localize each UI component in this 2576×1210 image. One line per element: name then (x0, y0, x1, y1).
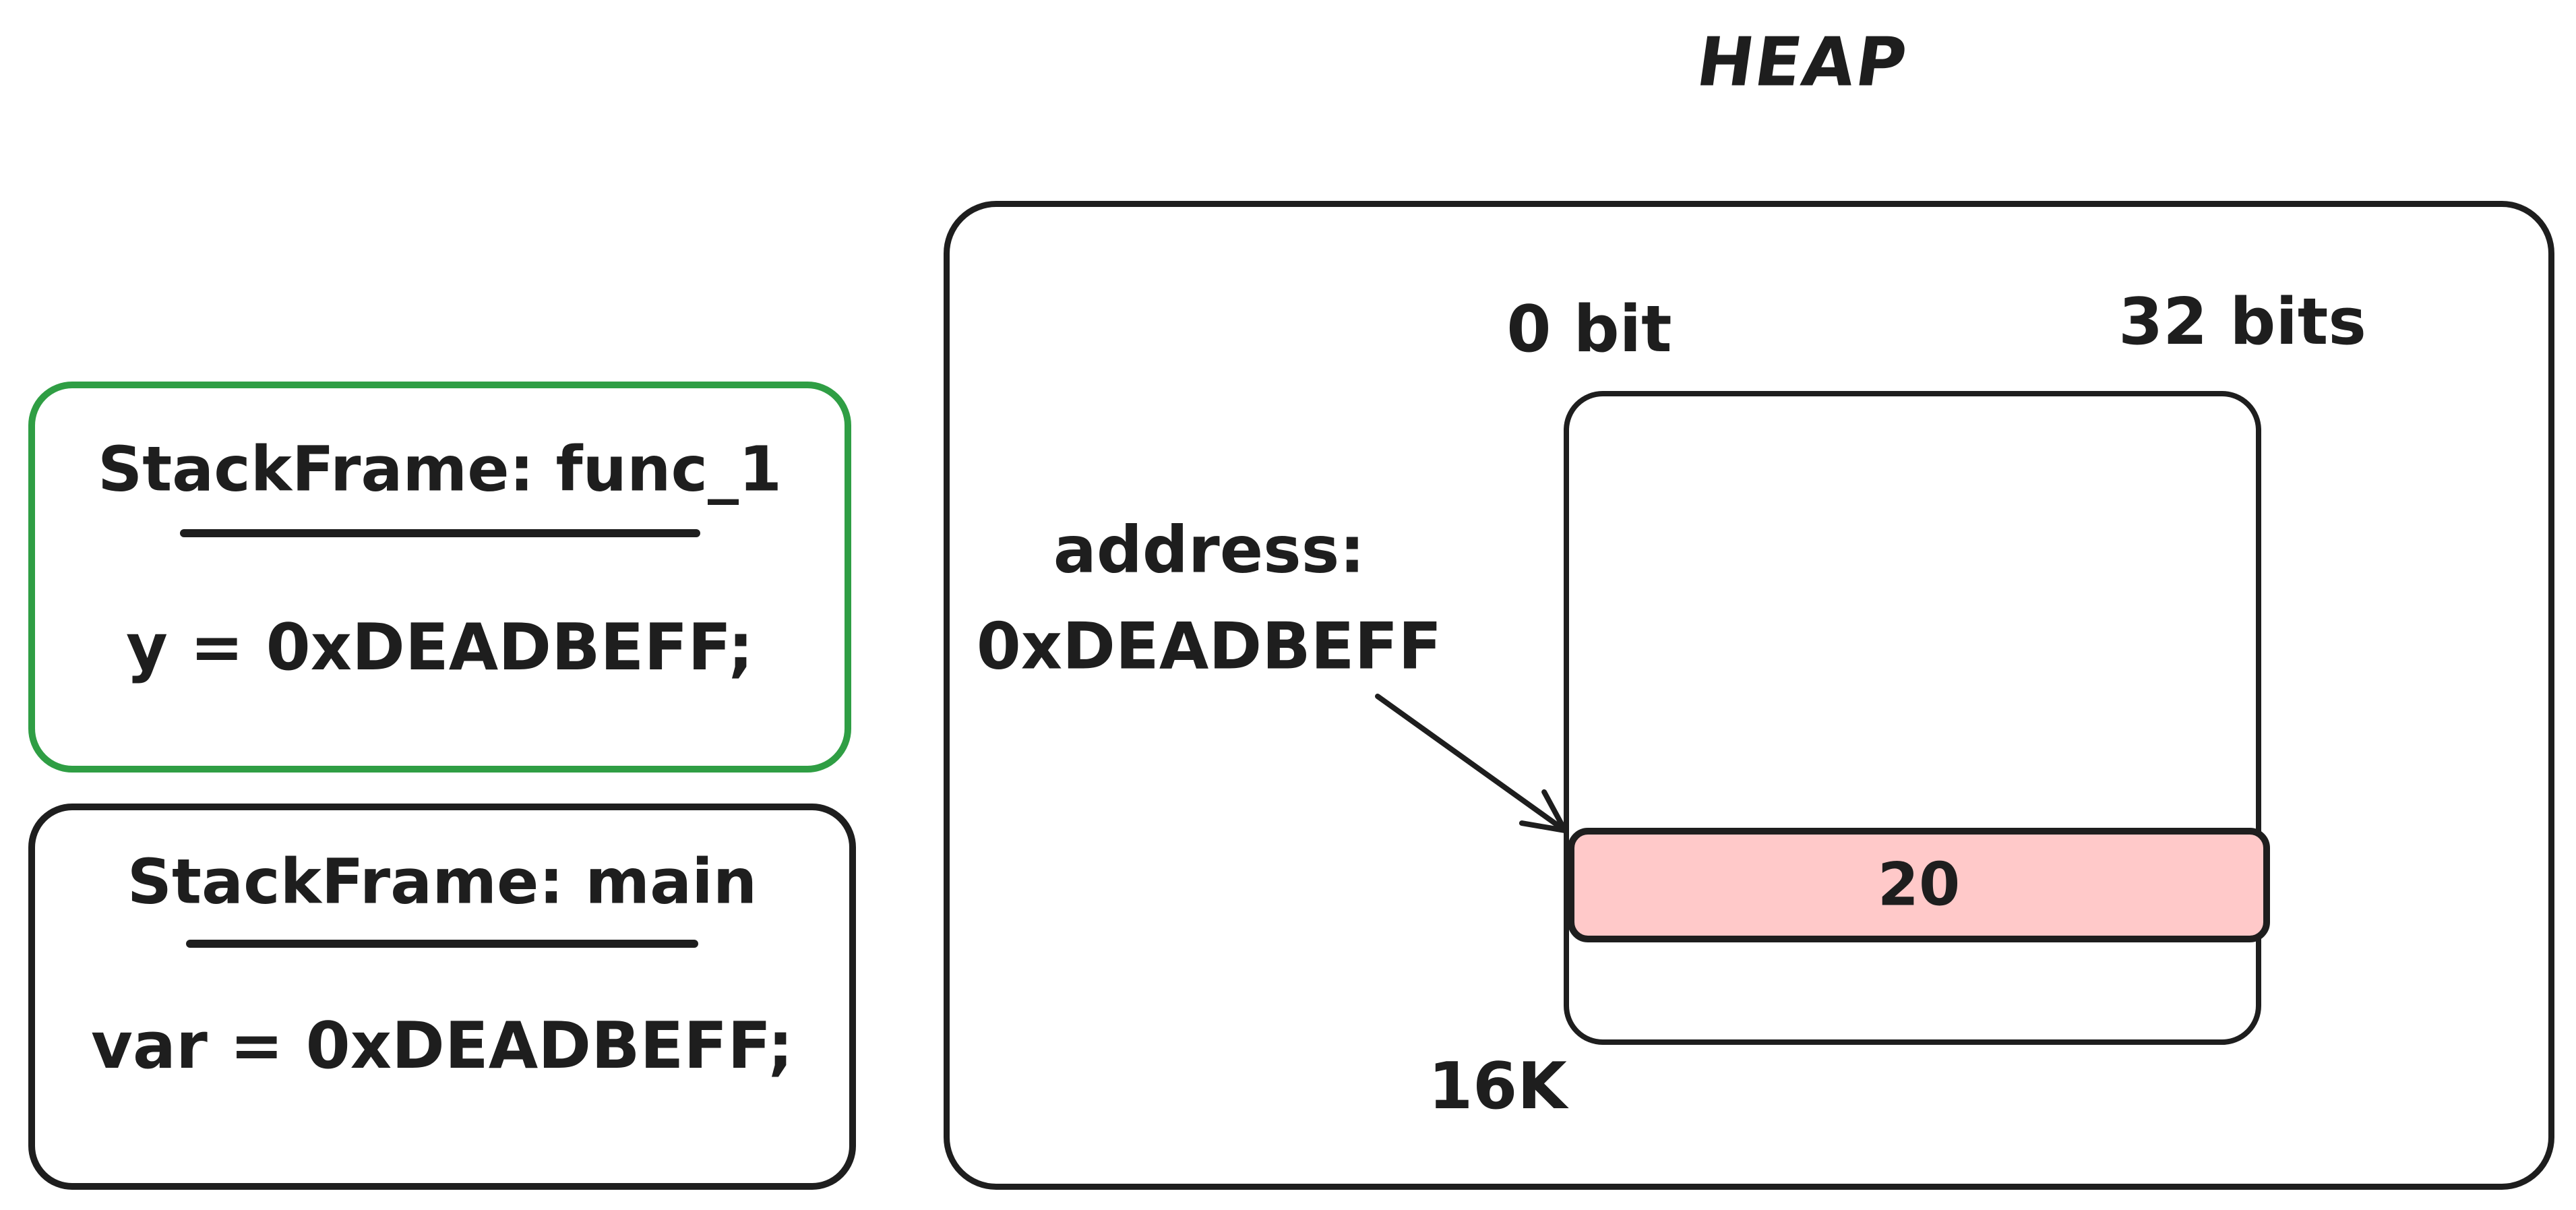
stack-frame-main-title: StackFrame: main (127, 845, 758, 918)
address-annotation-line1: address: (1053, 513, 1366, 588)
address-annotation-line2: 0xDEADBEFF (976, 609, 1442, 684)
heap-box (944, 201, 2554, 1190)
stack-frame-func1-title: StackFrame: func_1 (97, 433, 783, 506)
bit-range-start-label: 0 bit (1506, 293, 1672, 367)
address-annotation: address: 0xDEADBEFF (977, 503, 1442, 695)
bit-range-end-label: 32 bits (2118, 285, 2366, 359)
stack-frame-main-underline (186, 940, 698, 948)
heap-title: HEAP (1692, 22, 1913, 102)
memory-size-label: 16K (1428, 1050, 1567, 1124)
allocated-cell (1568, 828, 2270, 942)
allocated-cell-value: 20 (1877, 849, 1961, 919)
stack-frame-main-box: StackFrame: main var = 0xDEADBEFF; (28, 804, 856, 1190)
stack-frame-func1-underline (179, 529, 700, 537)
stack-frame-func1-statement: y = 0xDEADBEFF; (125, 611, 754, 685)
address-arrow (1375, 694, 1568, 833)
heap-memory-box (1564, 391, 2261, 1045)
stack-frame-main-statement: var = 0xDEADBEFF; (90, 1009, 794, 1083)
stack-frame-func1-box: StackFrame: func_1 y = 0xDEADBEFF; (28, 382, 851, 773)
